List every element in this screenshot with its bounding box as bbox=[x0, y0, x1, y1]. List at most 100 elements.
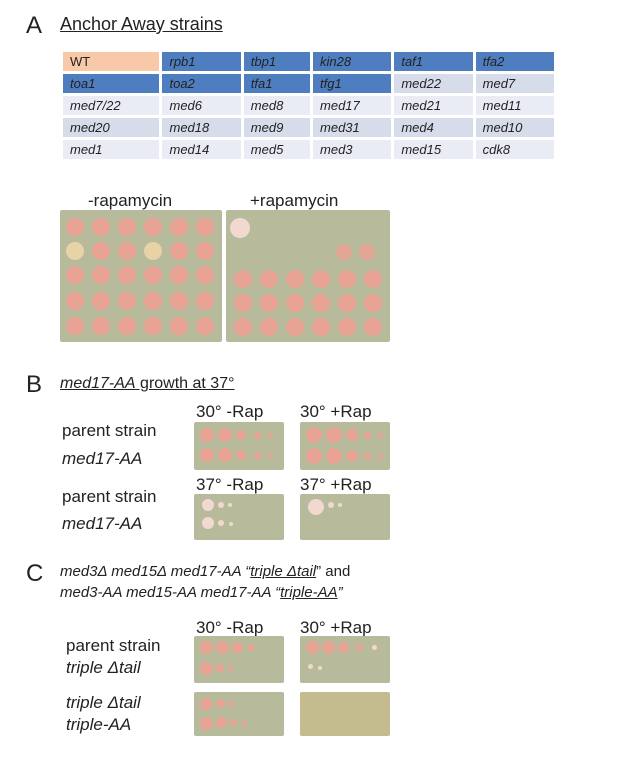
colony-spot bbox=[196, 242, 214, 260]
c-strain-triple-tail-2: triple Δtail bbox=[66, 693, 141, 712]
strain-cell: toa1 bbox=[63, 74, 160, 93]
colony-spot bbox=[66, 317, 84, 335]
plus-rapamycin-label: +rapamycin bbox=[250, 191, 339, 210]
colony-spot bbox=[144, 242, 162, 260]
colony-spot bbox=[170, 242, 188, 260]
strain-cell: med18 bbox=[162, 118, 241, 137]
colony-spot bbox=[318, 666, 322, 670]
cond-37-minus-rap: 37° -Rap bbox=[196, 475, 264, 494]
strain-cell: med20 bbox=[63, 118, 160, 137]
strain-cell: med5 bbox=[243, 140, 311, 159]
strain-cell: toa2 bbox=[162, 74, 241, 93]
panel-c-line-2-b: triple-AA bbox=[280, 584, 338, 601]
colony-spot bbox=[346, 429, 358, 441]
minus-rapamycin-label: -rapamycin bbox=[88, 191, 173, 210]
plate-c-30-plus-rap bbox=[300, 636, 390, 683]
c-strain-triple-tail-1: triple Δtail bbox=[66, 658, 141, 677]
colony-spot bbox=[359, 244, 375, 260]
colony-spot bbox=[228, 666, 233, 671]
colony-spot bbox=[218, 428, 232, 442]
colony-spot bbox=[364, 432, 371, 439]
colony-spot bbox=[234, 294, 252, 312]
strain-cell: med4 bbox=[394, 118, 473, 137]
panel-c-letter: C bbox=[26, 560, 44, 587]
colony-spot bbox=[260, 318, 278, 336]
panel-c-line-2-a: med3-AA med15-AA med17-AA “ bbox=[60, 584, 281, 601]
strain-cell: taf1 bbox=[394, 52, 473, 71]
colony-spot bbox=[364, 270, 382, 288]
strain-cell: tfa2 bbox=[475, 52, 554, 71]
strain-cell: med11 bbox=[475, 96, 554, 115]
strain-cell: med21 bbox=[394, 96, 473, 115]
colony-spot bbox=[306, 427, 322, 443]
strain-cell: cdk8 bbox=[475, 140, 554, 159]
colony-spot bbox=[346, 450, 358, 462]
colony-spot bbox=[260, 294, 278, 312]
strain-cell: med9 bbox=[243, 118, 311, 137]
cond-37-plus-rap: 37° +Rap bbox=[300, 475, 372, 494]
colony-spot bbox=[200, 641, 213, 654]
colony-spot bbox=[306, 448, 322, 464]
cond-30-minus-rap: 30° -Rap bbox=[196, 402, 264, 421]
plate-37-plus-rap bbox=[300, 494, 390, 540]
colony-spot bbox=[228, 503, 232, 507]
colony-spot bbox=[216, 717, 227, 728]
colony-spot bbox=[66, 242, 84, 260]
colony-spot bbox=[66, 292, 84, 310]
strain-cell: med8 bbox=[243, 96, 311, 115]
colony-spot bbox=[92, 218, 110, 236]
colony-spot bbox=[234, 318, 252, 336]
colony-spot bbox=[306, 641, 319, 654]
colony-spot bbox=[170, 218, 188, 236]
colony-spot bbox=[356, 644, 363, 651]
c-strain-triple-aa: triple-AA bbox=[66, 715, 132, 734]
colony-spot bbox=[364, 318, 382, 336]
colony-spot bbox=[118, 317, 136, 335]
b-strain-med17-2: med17-AA bbox=[62, 514, 143, 533]
colony-spot bbox=[232, 642, 243, 653]
colony-spot bbox=[202, 517, 214, 529]
colony-spot bbox=[326, 427, 342, 443]
colony-spot bbox=[268, 453, 273, 458]
colony-spot bbox=[372, 645, 377, 650]
plate-30-minus-rap bbox=[194, 422, 284, 470]
colony-spot bbox=[248, 644, 255, 651]
colony-spot bbox=[118, 242, 136, 260]
strain-cell: med7/22 bbox=[63, 96, 160, 115]
colony-spot bbox=[254, 432, 261, 439]
colony-spot bbox=[338, 503, 342, 507]
plate-c-30-minus-rap bbox=[194, 636, 284, 683]
colony-spot bbox=[92, 292, 110, 310]
colony-spot bbox=[234, 270, 252, 288]
b-strain-med17-1: med17-AA bbox=[62, 449, 143, 468]
colony-spot bbox=[242, 721, 247, 726]
panel-c-line-2: med3-AA med15-AA med17-AA “triple-AA” bbox=[60, 584, 343, 601]
plate-c-strains-minus-rap bbox=[194, 692, 284, 736]
colony-spot bbox=[202, 499, 214, 511]
colony-spot bbox=[338, 642, 349, 653]
plate-minus-rapamycin bbox=[60, 210, 222, 342]
colony-spot bbox=[326, 448, 342, 464]
cond-30-plus-rap: 30° +Rap bbox=[300, 402, 372, 421]
colony-spot bbox=[338, 294, 356, 312]
colony-spot bbox=[92, 317, 110, 335]
strain-cell: med6 bbox=[162, 96, 241, 115]
colony-spot bbox=[170, 317, 188, 335]
colony-spot bbox=[144, 266, 162, 284]
b-strain-parent-1: parent strain bbox=[62, 421, 157, 440]
colony-spot bbox=[216, 699, 225, 708]
plate-37-minus-rap bbox=[194, 494, 284, 540]
colony-spot bbox=[200, 698, 212, 710]
strain-cell: med3 bbox=[313, 140, 392, 159]
colony-spot bbox=[144, 292, 162, 310]
panel-b-title-rest: growth at 37° bbox=[135, 375, 235, 392]
colony-spot bbox=[328, 502, 334, 508]
colony-spot bbox=[92, 266, 110, 284]
colony-spot bbox=[364, 453, 371, 460]
panel-b-title: med17-AA growth at 37° bbox=[60, 375, 235, 393]
c-strain-parent: parent strain bbox=[66, 636, 161, 655]
